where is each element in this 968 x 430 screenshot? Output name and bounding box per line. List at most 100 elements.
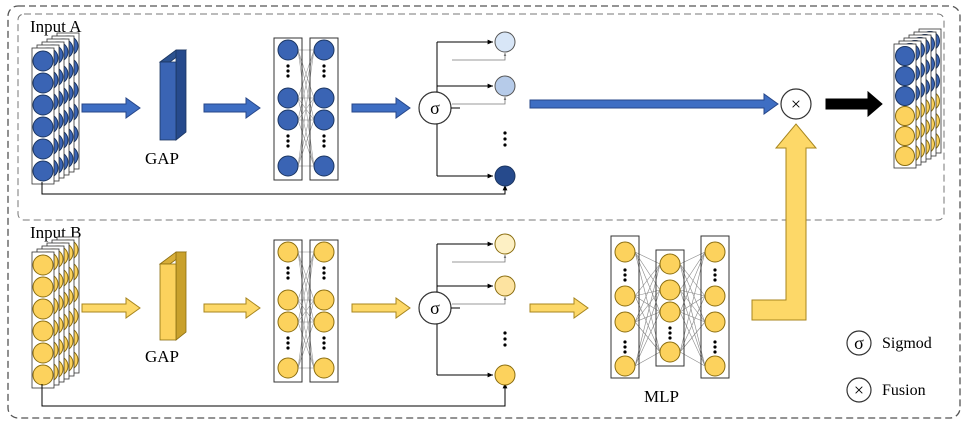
mlp-node — [704, 241, 726, 263]
arrow-fusion-to-output — [825, 90, 883, 118]
mlp-ellipsis — [623, 268, 627, 272]
output-stack-cell — [895, 106, 915, 126]
sigma-a-output-node — [494, 75, 516, 97]
mlp-ellipsis — [668, 336, 672, 340]
fc-b-node — [313, 289, 335, 311]
fc-a-node — [313, 155, 335, 177]
mlp-node — [704, 355, 726, 377]
mlp-label: MLP — [644, 387, 679, 406]
input-b-stack-cell — [32, 320, 54, 342]
fusion-symbol: × — [791, 94, 801, 114]
output-stack-cell — [895, 126, 915, 146]
mlp-ellipsis — [713, 273, 717, 277]
sigmoid-node-b: σ — [418, 291, 452, 325]
input-b-stack-cell — [32, 342, 54, 364]
mlp-node — [659, 341, 681, 363]
sigma-b-output-node — [494, 275, 516, 297]
arrow-a-gap-to-fc — [203, 97, 261, 119]
fc-b-ellipsis — [286, 341, 290, 345]
gap-a-label: GAP — [145, 149, 179, 168]
mlp-column-frame — [610, 235, 640, 379]
sigma-a-symbol: σ — [430, 98, 440, 118]
fc-b-node — [313, 241, 335, 263]
arrow-a-fc-to-sigma — [351, 97, 411, 119]
mlp-node — [704, 311, 726, 333]
input-a-stack-cell — [32, 160, 54, 182]
mlp-ellipsis — [623, 350, 627, 354]
skip-connection-a — [41, 182, 508, 195]
fc-b-ellipsis — [286, 271, 290, 275]
mlp-node — [614, 355, 636, 377]
fc-a-ellipsis — [322, 144, 326, 148]
legend-sigmoid-icon — [846, 330, 872, 356]
mlp-ellipsis — [623, 278, 627, 282]
fc-a-ellipsis — [286, 74, 290, 78]
fc-b-ellipsis — [322, 336, 326, 340]
mlp-node — [659, 301, 681, 323]
fc-a-connection — [297, 119, 315, 167]
fc-b-connection — [297, 251, 315, 369]
output-stack-cell — [895, 66, 915, 86]
input-a-stack-cell — [32, 72, 54, 94]
fc-a-node — [277, 109, 299, 131]
fc-b-connection — [297, 251, 315, 301]
mlp-node — [704, 285, 726, 307]
mlp-ellipsis — [668, 326, 672, 330]
sigma-b-ellipsis — [503, 343, 507, 347]
fc-a-ellipsis — [286, 139, 290, 143]
sigma-a-ellipsis — [503, 131, 507, 135]
mlp-ellipsis — [623, 340, 627, 344]
mlp-ellipsis — [713, 278, 717, 282]
input-a-stack-cell — [32, 94, 54, 116]
branch-a-dashed-region — [17, 13, 945, 221]
fc-a-connection — [297, 97, 315, 167]
mlp-ellipsis — [668, 331, 672, 335]
fc-a-connection — [297, 49, 315, 121]
fc-b-node — [277, 311, 299, 333]
fc-b-ellipsis — [322, 346, 326, 350]
fc-a-ellipsis — [322, 74, 326, 78]
sigma-a-ellipsis — [503, 137, 507, 141]
input-b-stack-cell — [32, 254, 54, 276]
output-stack-cell — [895, 86, 915, 106]
gap-block-a — [158, 49, 188, 141]
arrow-a-to-gap — [81, 97, 141, 119]
mlp-node — [614, 285, 636, 307]
fc-b-node — [313, 357, 335, 379]
mlp-ellipsis — [623, 345, 627, 349]
fc-a-column-frame — [309, 37, 339, 181]
sigma-a-output-node — [494, 165, 516, 187]
legend-sigmoid-label: Sigmod — [882, 335, 932, 352]
input-a-label: Input A — [30, 17, 82, 36]
arrow-b-gap-to-fc — [203, 297, 261, 319]
fc-b-connection — [297, 251, 315, 323]
mlp-node — [659, 279, 681, 301]
sigma-b-output-node — [494, 233, 516, 255]
sigma-b-ellipsis — [503, 331, 507, 335]
fc-b-ellipsis — [286, 346, 290, 350]
fc-a-connection — [297, 49, 315, 167]
gap-b-label: GAP — [145, 347, 179, 366]
mlp-column-frame — [655, 249, 685, 367]
fc-a-node — [313, 39, 335, 61]
input-a-stack-cell — [32, 116, 54, 138]
mlp-ellipsis — [623, 273, 627, 277]
fc-b-ellipsis — [322, 341, 326, 345]
mlp-ellipsis — [713, 345, 717, 349]
fc-a-node — [277, 87, 299, 109]
sigma-b-output-node — [494, 364, 516, 386]
gap-block-b — [158, 251, 188, 341]
input-a-stack-cell — [32, 50, 54, 72]
legend: σ Sigmod × Fusion — [846, 330, 932, 403]
fc-b-ellipsis — [322, 271, 326, 275]
sigma-a-ellipsis — [503, 143, 507, 147]
input-b-stack-cell — [32, 298, 54, 320]
fc-a-ellipsis — [322, 69, 326, 73]
sigma-a-weight-link — [452, 97, 507, 105]
fc-a-node — [277, 39, 299, 61]
fc-b-node — [313, 311, 335, 333]
fc-a-node — [277, 155, 299, 177]
fc-a-ellipsis — [322, 64, 326, 68]
input-b-stack-cell — [32, 364, 54, 386]
